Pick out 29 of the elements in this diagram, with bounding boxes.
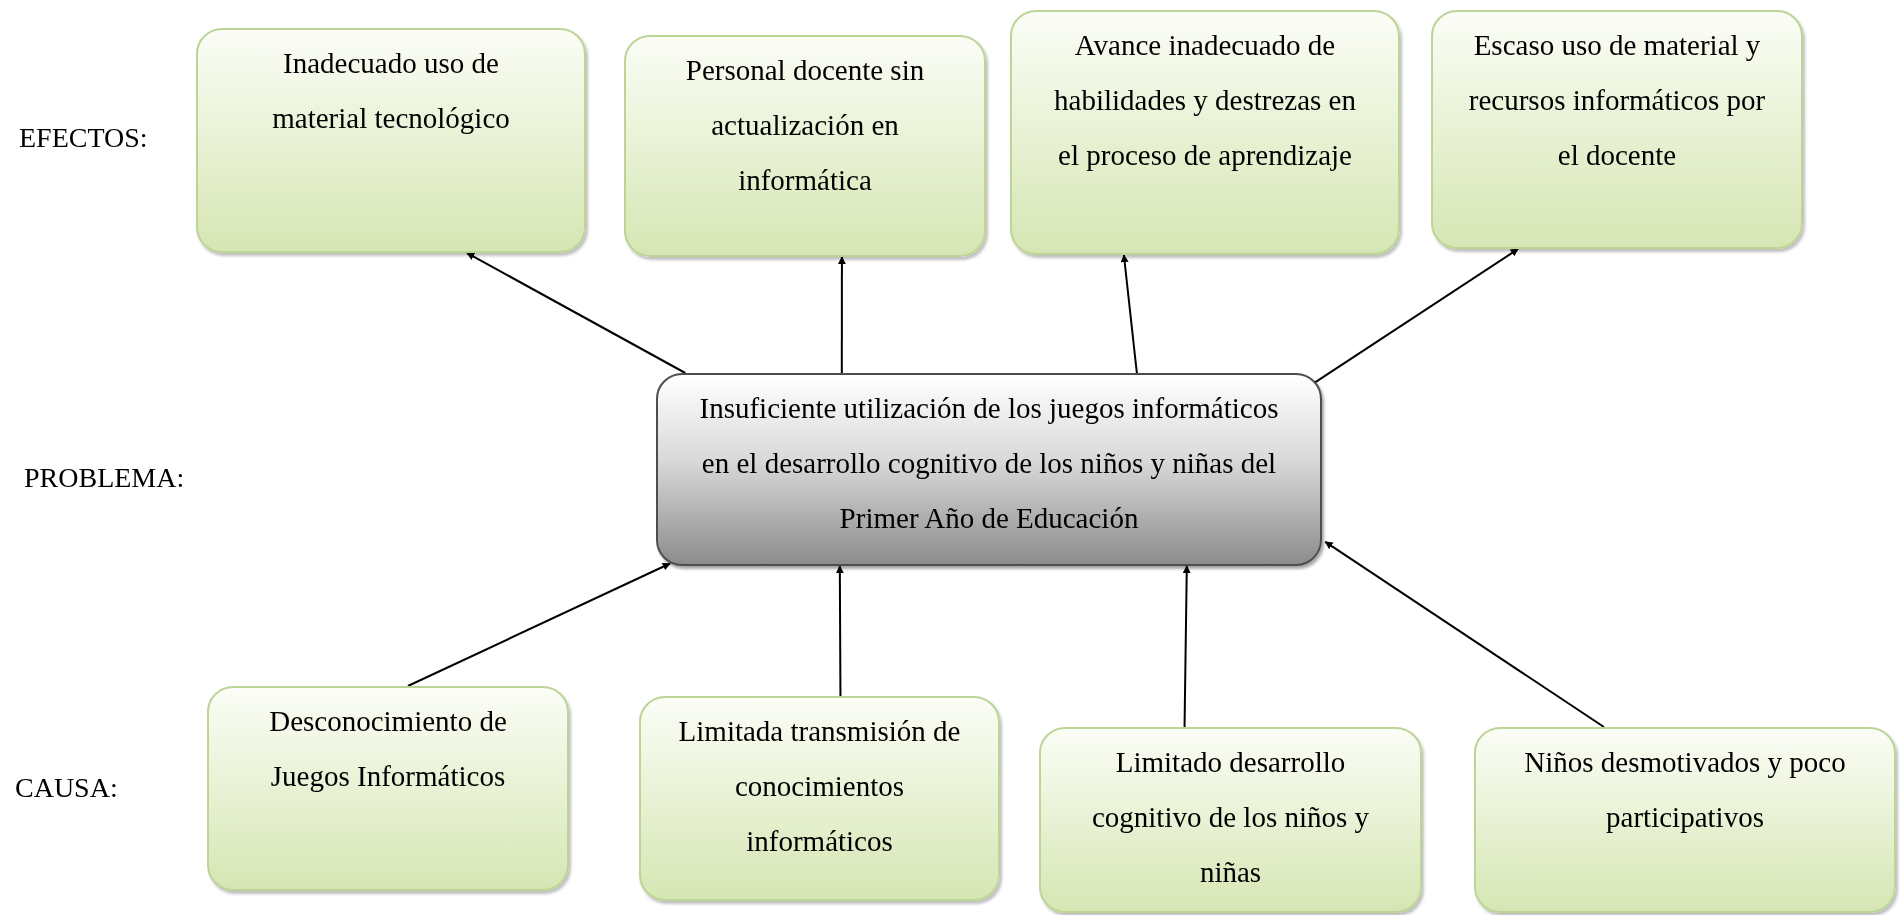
box-text: Personal docente sin actualización en informática [684,53,926,198]
box-text: Limitado desarrollo cognitivo de los niños y niñas [1090,745,1371,890]
arrow [406,562,671,687]
box-text: Inadecuado uso de material tecnológico [271,46,511,136]
rounded-box [1039,727,1422,913]
rounded-box [1474,727,1896,913]
arrow [1324,540,1605,728]
rounded-box [1431,10,1803,249]
rounded-box [196,28,586,253]
arrow [837,256,846,374]
box-text: Avance inadecuado de habilidades y destrezas en el proceso de aprendizaje [1053,28,1357,173]
rounded-box [1010,10,1400,255]
box-text: Escaso uso de material y recursos informáticos por el docente [1467,28,1767,173]
arrow [1120,254,1138,374]
arrow [1182,565,1191,728]
box-text: Limitada transmisión de conocimientos informáticos [677,714,962,859]
row-label: CAUSA: [15,772,118,804]
rounded-box [207,686,569,891]
row-label: EFECTOS: [19,122,148,154]
box-text: Desconocimiento de Juegos Informáticos [268,704,508,794]
rounded-box [624,35,986,257]
arrow [1313,248,1520,384]
row-label: PROBLEMA: [24,462,185,494]
box-text: Insuficiente utilización de los juegos informáticos en el desarrollo cognitivo de los niños y niñas del Primer Año de Educación [698,391,1280,536]
rounded-box [639,696,1000,901]
problem-box [656,373,1322,566]
box-text: Niños desmotivados y poco participativos [1523,745,1847,835]
arrow [835,565,844,697]
arrow [466,252,687,374]
